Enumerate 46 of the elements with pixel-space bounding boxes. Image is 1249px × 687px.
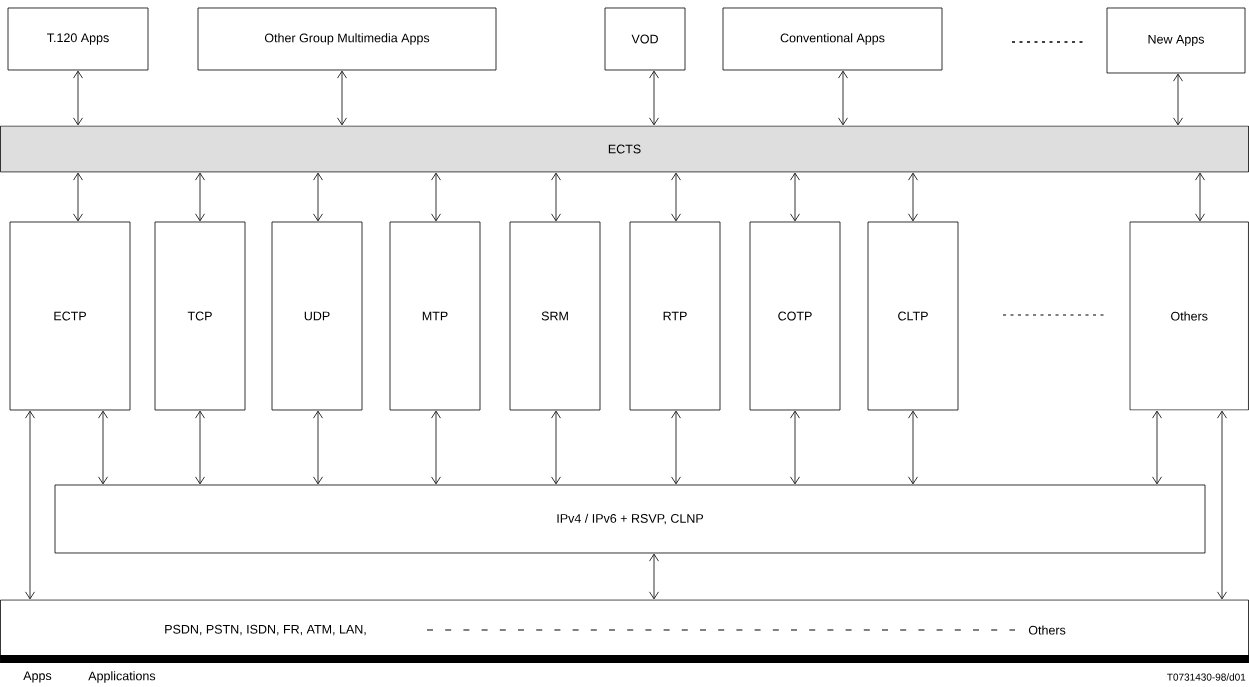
note: T0731430-98/d01 — [1167, 673, 1246, 681]
arrow — [1152, 410, 1162, 485]
app-box: Other Group Multimedia Apps — [197, 7, 497, 71]
service-band: ECTS — [0, 125, 1249, 173]
app-box: New Apps — [1106, 7, 1246, 74]
arrow — [1217, 410, 1227, 600]
note: Applications — [88, 671, 156, 683]
network-box: PSDN, PSTN, ISDN, FR, ATM, LAN, Others — [0, 599, 1249, 663]
arrow — [313, 172, 323, 222]
protocol-box: SRM — [509, 221, 601, 411]
arrow — [195, 172, 205, 222]
protocol-box: ECTP — [9, 221, 131, 411]
note: Apps — [23, 671, 52, 683]
arrow — [1173, 73, 1183, 126]
protocol-box: CLTP — [867, 221, 959, 411]
arrow — [195, 410, 205, 485]
arrow — [337, 70, 347, 126]
arrow — [790, 410, 800, 485]
arrow — [73, 172, 83, 222]
arrow — [671, 172, 681, 222]
network-layer-box: IPv4 / IPv6 + RSVP, CLNP — [54, 484, 1206, 554]
arrow — [649, 553, 659, 600]
arrow — [790, 172, 800, 222]
arrow — [671, 410, 681, 485]
arrow — [838, 70, 848, 126]
app-box: Conventional Apps — [722, 7, 943, 71]
protocol-box: UDP — [271, 221, 363, 411]
arrow — [25, 410, 35, 600]
protocol-box: COTP — [749, 221, 841, 411]
app-box: VOD — [604, 7, 686, 71]
protocol-box: TCP — [154, 221, 246, 411]
arrow — [98, 410, 108, 485]
arrow — [1195, 172, 1205, 222]
arrow — [649, 70, 659, 126]
arrow — [73, 70, 83, 126]
arrow — [551, 410, 561, 485]
arrow — [313, 410, 323, 485]
arrow — [431, 410, 441, 485]
protocol-box: MTP — [389, 221, 481, 411]
arrow — [908, 410, 918, 485]
arrow — [431, 172, 441, 222]
arrow — [908, 172, 918, 222]
protocol-box: Others — [1129, 221, 1249, 411]
protocol-box: RTP — [629, 221, 721, 411]
app-box: T.120 Apps — [7, 7, 149, 71]
arrow — [551, 172, 561, 222]
